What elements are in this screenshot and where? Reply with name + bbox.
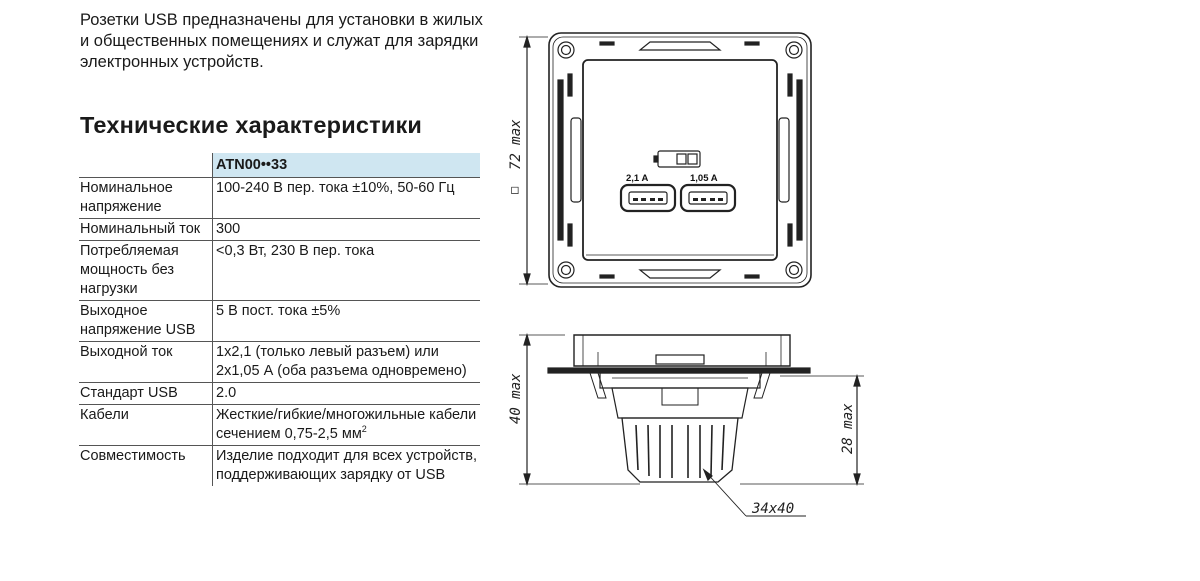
table-row: Номинальный ток 300: [79, 218, 480, 241]
row-label: Стандарт USB: [79, 382, 213, 405]
cable-value-text: Жесткие/гибкие/многожильные кабели сечен…: [216, 407, 477, 442]
row-value: 5 В пост. тока ±5%: [212, 300, 480, 342]
row-value: <0,3 Вт, 230 В пер. тока: [212, 240, 480, 301]
mounting-plate: [547, 367, 811, 374]
row-value: 300: [212, 218, 480, 241]
front-dim-text: 72 max: [508, 119, 524, 170]
left-side-bar: [557, 79, 564, 241]
corner-hole-inner: [560, 44, 572, 56]
row-label: Номинальный ток: [79, 218, 213, 241]
frame-outer: [548, 32, 812, 288]
table-row: Выходное напряжение USB 5 В пост. тока ±…: [79, 300, 480, 342]
battery-icon-cell: [676, 153, 687, 165]
corner-hole: [557, 41, 575, 59]
battery-icon-tip: [653, 155, 659, 163]
row-value: 1х2,1 (только левый разъем) или 2х1,05 А…: [212, 341, 480, 383]
side-body-upper: [599, 372, 761, 389]
right-tab: [787, 73, 793, 97]
box-dim-text: 34x40: [751, 501, 794, 517]
side-cover: [573, 334, 791, 367]
bottom-notch: [744, 274, 760, 279]
usb-port-left: [619, 183, 677, 213]
table-header-row: ATN00••33: [79, 153, 480, 178]
side-body-bracket: [661, 388, 699, 406]
table-row: Совместимость Изделие подходит для всех …: [79, 445, 480, 486]
side-view: [519, 332, 864, 517]
usb-pins: [633, 198, 723, 201]
right-side-bar: [796, 79, 803, 241]
side-usb-slot: [655, 354, 705, 365]
row-label: Выходной ток: [79, 341, 213, 383]
right-tab: [787, 223, 793, 247]
corner-hole: [557, 261, 575, 279]
specs-table: ATN00••33 Номинальное напряжение 100-240…: [79, 153, 480, 486]
corner-hole-inner: [788, 44, 800, 56]
table-row: Потребляемая мощность без нагрузки <0,3 …: [79, 240, 480, 301]
row-label: Кабели: [79, 404, 213, 446]
left-tab: [567, 223, 573, 247]
depth-dim-arrow-top: [853, 373, 861, 387]
port-right-label: 1,05 A: [690, 173, 718, 184]
top-notch: [744, 41, 760, 46]
front-view: [519, 32, 812, 288]
row-label: Потребляемая мощность без нагрузки: [79, 240, 213, 301]
row-value: Изделие подходит для всех устройств, под…: [212, 445, 480, 486]
square-symbol: □: [507, 187, 521, 194]
left-clip: [570, 117, 582, 203]
row-value: 2.0: [212, 382, 480, 405]
row-label: Номинальное напряжение: [79, 177, 213, 219]
row-value: Жесткие/гибкие/многожильные кабели сечен…: [212, 404, 480, 446]
table-row: Стандарт USB 2.0: [79, 382, 480, 405]
section-title: Технические характеристики: [80, 112, 423, 138]
usb-port-right: [679, 183, 737, 213]
corner-hole-inner: [560, 264, 572, 276]
model-cell: ATN00••33: [212, 153, 480, 178]
battery-icon: [657, 150, 701, 168]
front-dim-arrow-top: [523, 34, 531, 48]
usb-port-right-inner: [688, 191, 728, 205]
usb-port-left-inner: [628, 191, 668, 205]
table-row: Номинальное напряжение 100-240 В пер. то…: [79, 177, 480, 219]
top-slot: [638, 41, 722, 51]
corner-hole: [785, 261, 803, 279]
top-notch: [599, 41, 615, 46]
corner-hole-inner: [788, 264, 800, 276]
side-claw-left: [589, 372, 607, 399]
intro-text: Розетки USB предназначены для установки …: [80, 11, 483, 71]
row-label: Совместимость: [79, 445, 213, 486]
battery-icon-cell: [687, 153, 698, 165]
bottom-notch: [599, 274, 615, 279]
depth-dim-text: 28 max: [840, 403, 856, 454]
side-dim-arrow-bottom: [523, 473, 531, 487]
front-dim-arrow-bottom: [523, 273, 531, 287]
corner-hole: [785, 41, 803, 59]
box-leader-arrow: [702, 468, 713, 482]
side-dim-text: 40 max: [508, 373, 524, 424]
unit-superscript: 2: [361, 424, 367, 435]
frame-inner-edge: [552, 36, 808, 284]
depth-dim-arrow-bottom: [853, 473, 861, 487]
cover-plate: [582, 59, 778, 261]
bottom-slot: [638, 269, 722, 279]
port-left-label: 2,1 A: [626, 173, 648, 184]
side-claw-right: [753, 372, 771, 399]
row-value: 100-240 В пер. тока ±10%, 50-60 Гц: [212, 177, 480, 219]
left-tab: [567, 73, 573, 97]
table-row: Кабели Жесткие/гибкие/многожильные кабел…: [79, 404, 480, 446]
right-clip: [778, 117, 790, 203]
row-label: Выходное напряжение USB: [79, 300, 213, 342]
table-row: Выходной ток 1х2,1 (только левый разъем)…: [79, 341, 480, 383]
terminal-block: [621, 417, 739, 483]
terminal-ribs: [635, 424, 725, 478]
side-dim-arrow-top: [523, 332, 531, 346]
side-body-mid: [611, 387, 749, 419]
